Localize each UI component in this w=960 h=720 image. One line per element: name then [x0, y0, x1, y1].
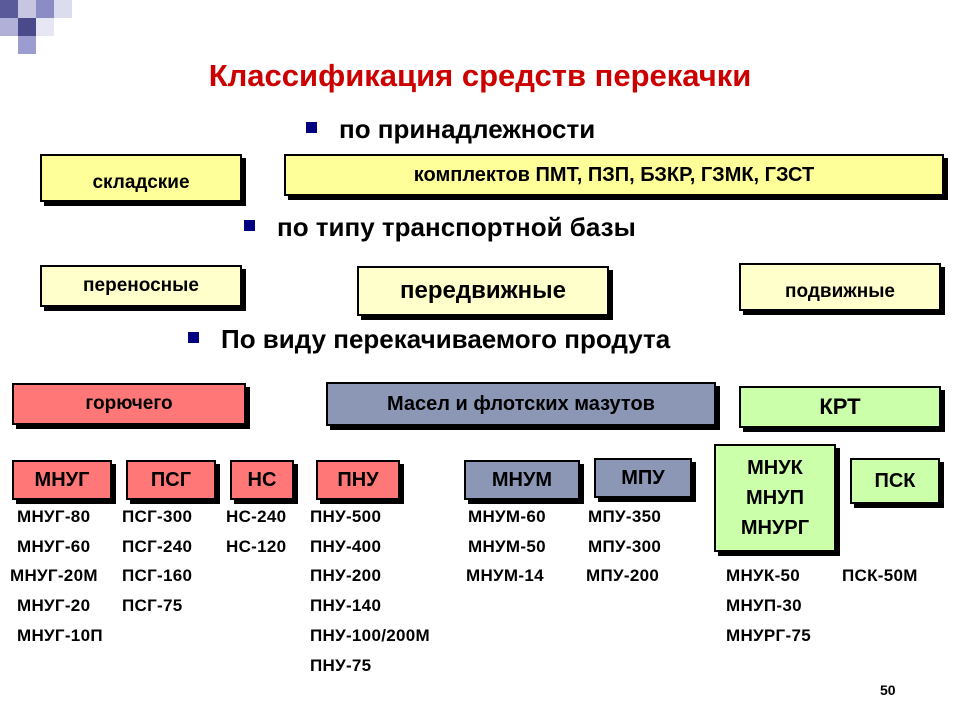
box-portable-label: переносные	[83, 275, 199, 296]
list-item-mnug: МНУГ-20М	[10, 566, 98, 585]
box-mpu: МПУ	[594, 458, 692, 498]
list-item-mnug: МНУГ-20	[17, 596, 91, 615]
box-mnug-label: МНУГ	[34, 468, 90, 491]
bullet-product-type: По виду перекачиваемого продута	[188, 324, 670, 355]
box-fuel-label: горючего	[85, 393, 173, 414]
list-item-psk: ПСК-50М	[842, 566, 918, 585]
list-item-mnum: МНУМ-60	[468, 507, 546, 526]
list-item-pnu: ПНУ-500	[310, 507, 382, 526]
list-item-psg: ПСГ-160	[122, 566, 193, 585]
box-oils-label: Масел и флотских мазутов	[387, 392, 655, 415]
list-item-mnug: МНУГ-10П	[17, 626, 103, 645]
box-mobile-label: передвижные	[400, 277, 566, 304]
list-item-mpu: МПУ-200	[586, 566, 660, 585]
slide-title: Классификация средств перекачки	[208, 58, 752, 93]
list-item-pnu: ПНУ-100/200М	[310, 626, 430, 645]
square-bullet-icon	[188, 332, 199, 343]
list-item-pnu: ПНУ-200	[310, 566, 382, 585]
box-movable: подвижные	[739, 263, 941, 311]
list-item-psg: ПСГ-300	[122, 507, 193, 526]
box-kits-label: комплектов ПМТ, ПЗП, БЗКР, ГЗМК, ГЗСТ	[413, 163, 815, 186]
list-item-pnu: ПНУ-140	[310, 596, 382, 615]
list-item-mnum: МНУМ-50	[468, 537, 546, 556]
box-mnup-label: МНУП	[746, 487, 804, 509]
box-kits: комплектов ПМТ, ПЗП, БЗКР, ГЗМК, ГЗСТ	[284, 154, 944, 196]
box-psk: ПСК	[850, 458, 940, 504]
box-fuel: горючего	[12, 383, 246, 425]
list-item-psg: ПСГ-75	[122, 596, 183, 615]
bullet-transport-base: по типу транспортной базы	[244, 212, 636, 243]
box-pnu: ПНУ	[316, 460, 400, 500]
list-item-pnu: ПНУ-400	[310, 537, 382, 556]
box-mnuk-group: МНУК МНУП МНУРГ	[714, 444, 836, 552]
list-item-mnug: МНУГ-80	[17, 507, 91, 526]
list-item-pnu: ПНУ-75	[310, 656, 372, 675]
box-mnug: МНУГ	[12, 460, 112, 500]
list-item-ns: НС-120	[226, 537, 287, 556]
list-item-mpu: МПУ-350	[588, 507, 662, 526]
list-item-mnuk: МНУК-50	[726, 566, 801, 585]
box-krt: КРТ	[739, 386, 941, 428]
bullet-ownership: по принадлежности	[306, 114, 595, 145]
box-psk-label: ПСК	[874, 469, 916, 492]
bullet-ownership-label: по принадлежности	[339, 114, 596, 144]
box-mpu-label: МПУ	[621, 466, 665, 489]
list-item-mnuk: МНУРГ-75	[726, 626, 811, 645]
list-item-mnuk: МНУП-30	[726, 596, 802, 615]
list-item-mpu: МПУ-300	[588, 537, 662, 556]
box-pnu-label: ПНУ	[337, 468, 379, 491]
box-mnuk-label: МНУК	[747, 457, 803, 479]
list-item-ns: НС-240	[226, 507, 287, 526]
box-portable: переносные	[40, 265, 242, 307]
square-bullet-icon	[306, 122, 317, 133]
box-mnum-label: МНУМ	[491, 468, 553, 491]
box-warehouse-label: складские	[92, 172, 190, 193]
list-item-mnum: МНУМ-14	[466, 566, 544, 585]
bullet-product-type-label: По виду перекачиваемого продута	[221, 324, 671, 354]
box-mnum: МНУМ	[464, 460, 580, 500]
box-ns: НС	[230, 460, 294, 500]
box-oils: Масел и флотских мазутов	[326, 382, 716, 426]
list-item-psg: ПСГ-240	[122, 537, 193, 556]
box-warehouse: складские	[40, 154, 242, 202]
square-bullet-icon	[244, 220, 255, 231]
box-psg-label: ПСГ	[150, 468, 192, 491]
list-item-mnug: МНУГ-60	[17, 537, 91, 556]
bullet-transport-base-label: по типу транспортной базы	[277, 212, 636, 242]
page-number: 50	[880, 682, 896, 698]
box-psg: ПСГ	[126, 460, 216, 500]
box-mobile: передвижные	[357, 266, 609, 316]
box-movable-label: подвижные	[785, 281, 895, 302]
box-mnurg-label: МНУРГ	[740, 517, 810, 539]
box-ns-label: НС	[247, 468, 277, 491]
box-krt-label: КРТ	[819, 394, 861, 419]
